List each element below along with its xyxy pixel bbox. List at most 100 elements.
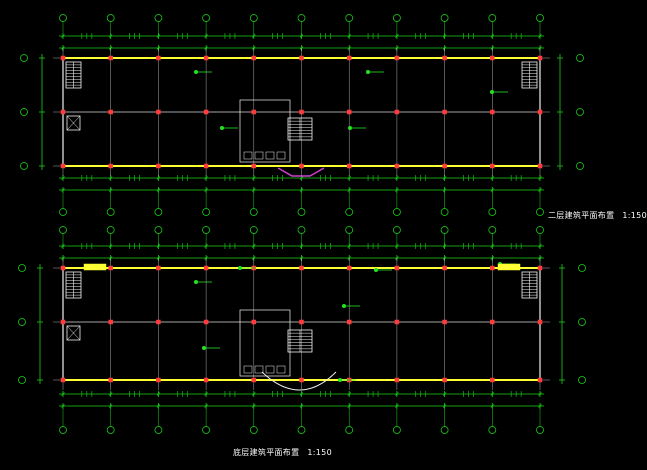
structural-column (251, 377, 257, 383)
structural-column (251, 109, 257, 115)
second-floor-plan (20, 14, 584, 216)
dimension-slash (490, 34, 495, 38)
ground-floor-plan-scale: 1:150 (307, 448, 332, 457)
dimension-slash (490, 188, 495, 192)
structural-column (537, 265, 543, 271)
row-axis-bubble (578, 318, 586, 326)
row-axis-bubble (18, 264, 26, 272)
dimension-slash (61, 404, 65, 408)
dimension-slash (395, 392, 399, 396)
dimension-slash (61, 176, 65, 180)
dimension-slash (538, 176, 542, 180)
dimension-slash (347, 176, 351, 180)
dimension-slash (490, 404, 495, 408)
dimension-slash (252, 404, 256, 408)
axis-bubble (202, 14, 211, 22)
entrance-canopy (277, 167, 325, 177)
axis-bubble (154, 208, 163, 216)
second-floor-plan-title-text: 二层建筑平面布置 (548, 211, 615, 220)
dimension-slash (442, 244, 447, 248)
row-axis-bubble (578, 264, 586, 272)
axis-bubble (249, 14, 258, 22)
dimension-slash (252, 188, 256, 192)
axis-bubble (488, 426, 497, 434)
dimension-slash (538, 244, 542, 248)
callout-dot (348, 126, 352, 130)
structural-column (537, 163, 543, 169)
structural-column (394, 377, 400, 383)
dimension-slash (156, 34, 161, 38)
axis-bubble (59, 226, 67, 234)
service-room-cross (66, 325, 81, 341)
axis-bubble (59, 426, 67, 434)
structural-column (346, 265, 352, 271)
structural-column (394, 109, 400, 115)
structural-column (490, 163, 495, 169)
structural-column (108, 163, 113, 169)
axis-bubble (297, 208, 306, 216)
dimension-slash (61, 34, 65, 38)
axis-bubble (297, 14, 306, 22)
dimension-slash (204, 188, 208, 192)
structural-column (108, 265, 113, 271)
dimension-slash (204, 392, 208, 396)
callout-dot (202, 346, 206, 350)
axis-bubble (202, 226, 211, 234)
axis-bubble (440, 208, 449, 216)
dimension-slash (61, 244, 65, 248)
dimension-slash (204, 34, 208, 38)
dimension-slash (347, 34, 351, 38)
structural-column (156, 55, 161, 61)
structural-column (203, 319, 209, 325)
callout-dot (194, 280, 198, 284)
axis-bubble (59, 14, 67, 22)
dimension-slash (442, 404, 447, 408)
dimension-slash (299, 34, 304, 38)
callout-dot (194, 70, 198, 74)
axis-bubble (297, 426, 306, 434)
dimension-slash (347, 244, 351, 248)
dimension-slash (538, 188, 542, 192)
row-axis-bubble (20, 54, 28, 62)
structural-column (442, 163, 447, 169)
axis-bubble (345, 14, 354, 22)
dimension-slash (347, 404, 351, 408)
structural-column (299, 109, 304, 115)
fixture (254, 365, 264, 374)
structural-column (203, 377, 209, 383)
row-axis-bubble (18, 318, 26, 326)
structural-column (490, 377, 495, 383)
dimension-slash (538, 392, 542, 396)
structural-column (108, 319, 113, 325)
service-room (66, 325, 81, 341)
service-room-cross (66, 115, 81, 131)
structural-column (60, 319, 66, 325)
axis-bubble (59, 208, 67, 216)
axis-bubble (106, 426, 115, 434)
dimension-slash (204, 404, 208, 408)
row-axis-bubble (576, 108, 584, 116)
dimension-slash (108, 244, 113, 248)
dimension-slash (395, 188, 399, 192)
dimension-slash (108, 392, 113, 396)
fixture (265, 365, 275, 374)
dimension-slash (156, 188, 161, 192)
structural-column (251, 55, 257, 61)
dimension-slash (252, 34, 256, 38)
axis-bubble (202, 208, 211, 216)
structural-column (394, 163, 400, 169)
structural-column (60, 163, 66, 169)
structural-column (108, 377, 113, 383)
axis-bubble (392, 226, 401, 234)
dimension-slash (156, 404, 161, 408)
callout-dot (366, 70, 370, 74)
structural-column (346, 55, 352, 61)
dimension-slash (395, 244, 399, 248)
structural-column (442, 377, 447, 383)
structural-column (108, 55, 113, 61)
structural-column (346, 109, 352, 115)
dimension-slash (490, 244, 495, 248)
axis-bubble (249, 426, 258, 434)
callout-dot (490, 90, 494, 94)
